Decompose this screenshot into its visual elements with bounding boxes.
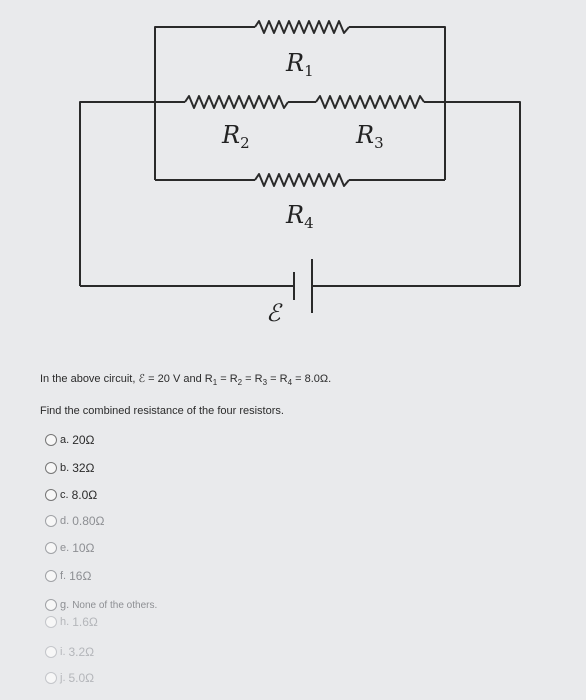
middle-branch-wire: [79, 101, 185, 286]
resistor-r1: [254, 20, 350, 34]
question-text: In the above circuit, ℰ = 20 V and R1 = …: [40, 372, 560, 417]
option-b[interactable]: b.32Ω: [45, 460, 95, 476]
radio-icon[interactable]: [45, 599, 57, 611]
resistor-r2: [184, 95, 289, 109]
circuit-diagram: R1 R2 R3 R4 ℰ: [79, 20, 521, 327]
option-h[interactable]: h.1.6Ω: [45, 614, 98, 630]
radio-icon[interactable]: [45, 672, 57, 684]
radio-icon[interactable]: [45, 570, 57, 582]
option-g[interactable]: g.None of the others.: [45, 597, 157, 613]
r1-label: R1: [285, 49, 314, 80]
emf-label: ℰ: [266, 299, 283, 327]
option-a[interactable]: a.20Ω: [45, 432, 95, 448]
option-c[interactable]: c.8.0Ω: [45, 487, 97, 503]
option-j[interactable]: j.5.0Ω: [45, 670, 94, 686]
resistor-r3: [315, 95, 425, 109]
radio-icon[interactable]: [45, 434, 57, 446]
top-branch-wire: [154, 26, 255, 180]
r4-label: R4: [285, 201, 314, 232]
r2-label: R2: [221, 121, 250, 152]
radio-icon[interactable]: [45, 542, 57, 554]
radio-icon[interactable]: [45, 515, 57, 527]
question-prompt: Find the combined resistance of the four…: [40, 405, 284, 417]
radio-icon[interactable]: [45, 646, 57, 658]
battery-symbol: [293, 259, 313, 313]
option-i[interactable]: i.3.2Ω: [45, 644, 94, 660]
question-given: In the above circuit, ℰ = 20 V and R1 = …: [40, 373, 332, 387]
radio-icon[interactable]: [45, 462, 57, 474]
resistor-r4: [254, 173, 350, 187]
option-d[interactable]: d.0.80Ω: [45, 513, 105, 529]
radio-icon[interactable]: [45, 489, 57, 501]
r3-label: R3: [355, 121, 384, 152]
option-f[interactable]: f.16Ω: [45, 568, 91, 584]
radio-icon[interactable]: [45, 616, 57, 628]
option-e[interactable]: e.10Ω: [45, 540, 95, 556]
